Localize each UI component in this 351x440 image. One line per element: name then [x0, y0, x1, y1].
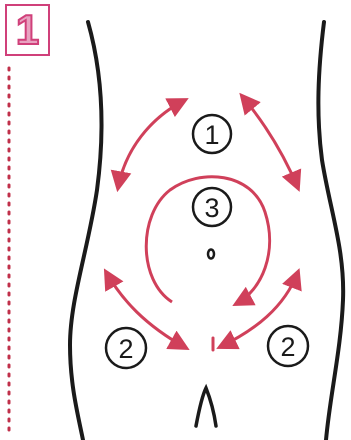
- torso-left-outline: [70, 22, 102, 440]
- zone-2-right-label: 2: [280, 332, 295, 362]
- navel: [208, 250, 214, 259]
- zone-2-left-label: 2: [118, 334, 133, 364]
- zone-2-right-marker: 2: [268, 326, 308, 366]
- arrow-upper-left-out: [118, 100, 185, 188]
- arrow-upper-right-out: [242, 96, 298, 188]
- zone-3-label: 3: [204, 193, 219, 223]
- zone-2-left-marker: 2: [106, 328, 146, 368]
- zone-1-label: 1: [204, 120, 219, 150]
- torso-right-outline: [318, 22, 343, 440]
- zone-3-marker: 3: [193, 188, 231, 226]
- groin-mark: [196, 388, 216, 426]
- zone-1-marker: 1: [193, 115, 231, 153]
